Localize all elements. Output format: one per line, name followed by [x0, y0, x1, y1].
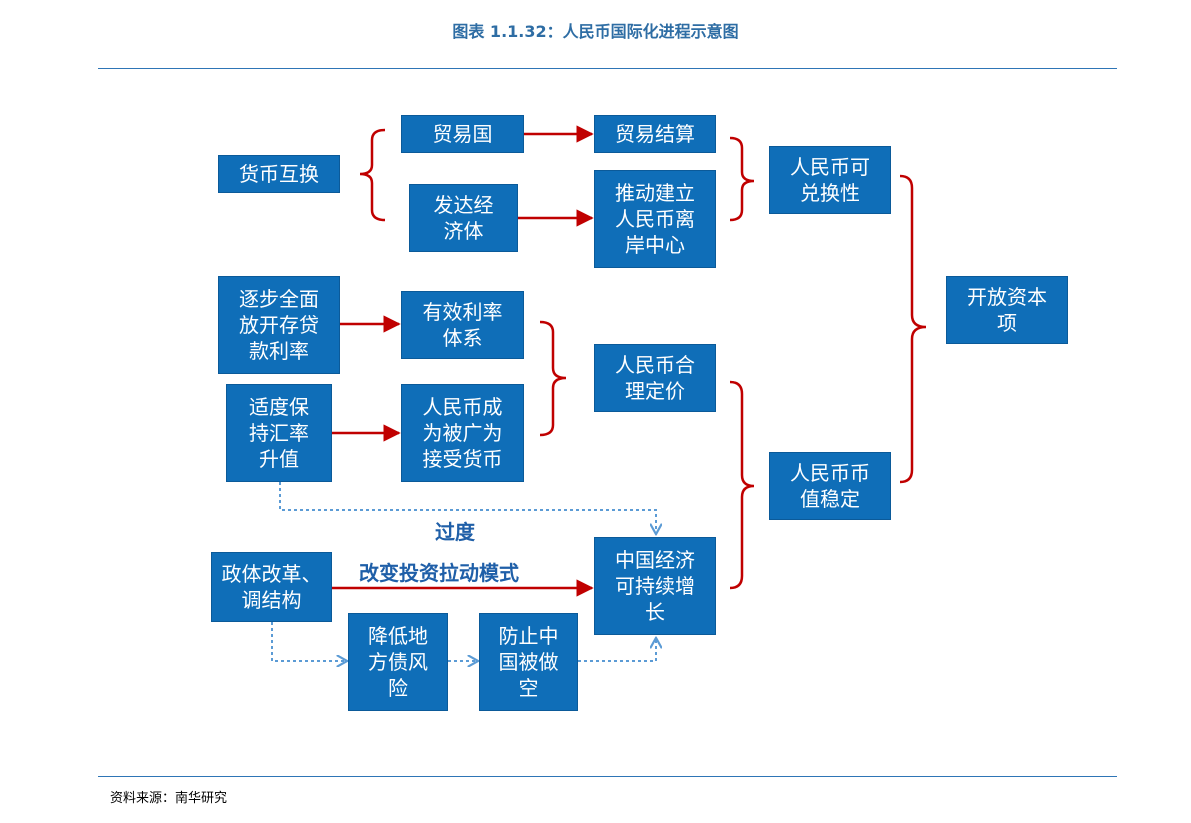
node-developed-economy: 发达经 济体	[409, 184, 518, 252]
node-value-stable: 人民币币 值稳定	[769, 452, 891, 520]
figure-title: 图表 1.1.32：人民币国际化进程示意图	[452, 22, 739, 41]
node-moderate-appreciation: 适度保 持汇率 升值	[226, 384, 332, 482]
node-trade-settlement: 贸易结算	[594, 115, 716, 153]
brace-currency-swap	[359, 128, 386, 222]
dotted-transition	[279, 482, 656, 533]
node-prevent-shorting: 防止中 国被做 空	[479, 613, 578, 711]
node-trade-country: 贸易国	[401, 115, 524, 153]
top-divider	[98, 68, 1117, 69]
node-liberalize-rates: 逐步全面 放开存贷 款利率	[218, 276, 340, 374]
node-political-reform: 政体改革、 调结构	[211, 552, 332, 622]
bottom-divider	[98, 776, 1117, 777]
node-convertibility: 人民币可 兑换性	[769, 146, 891, 214]
node-widely-accepted: 人民币成 为被广为 接受货币	[401, 384, 524, 482]
node-currency-swap: 货币互换	[218, 155, 340, 193]
node-sustainable-growth: 中国经济 可持续增 长	[594, 537, 716, 635]
brace-value-stable	[729, 380, 755, 590]
node-offshore-center: 推动建立 人民币离 岸中心	[594, 170, 716, 268]
source-note: 资料来源：南华研究	[110, 791, 228, 806]
edge-label-investment-model: 改变投资拉动模式	[359, 561, 519, 585]
dotted-reform-to-debt	[271, 622, 346, 661]
brace-capital-account	[899, 174, 927, 484]
node-reasonable-pricing: 人民币合 理定价	[594, 344, 716, 412]
edge-label-transition: 过度	[435, 520, 475, 544]
dotted-shorting-to-growth	[578, 639, 656, 662]
brace-convertibility	[729, 136, 755, 222]
node-effective-rate-system: 有效利率 体系	[401, 291, 524, 359]
node-reduce-debt-risk: 降低地 方债风 险	[348, 613, 448, 711]
node-capital-account: 开放资本 项	[946, 276, 1068, 344]
brace-reasonable-pricing	[539, 320, 567, 437]
